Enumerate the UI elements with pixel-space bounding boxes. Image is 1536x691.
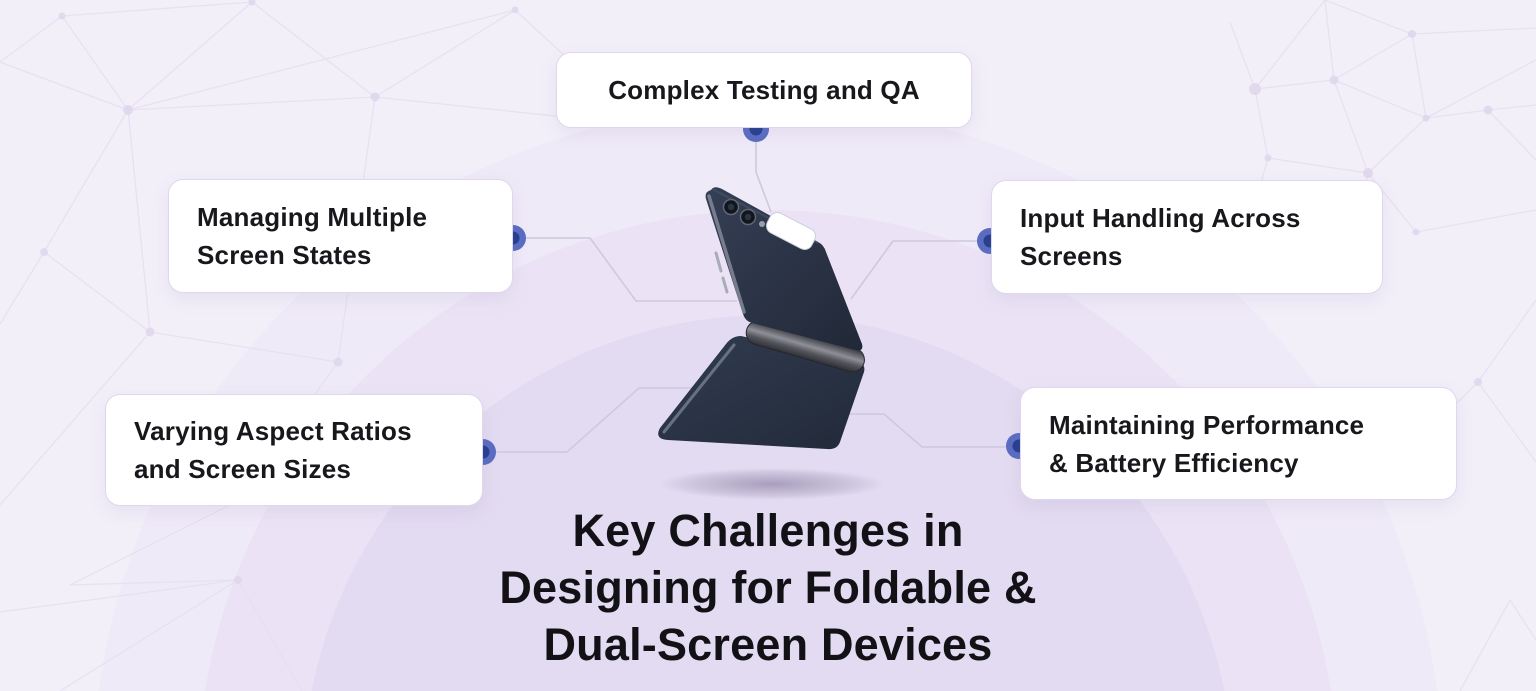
card-label-line1: Maintaining Performance <box>1049 409 1365 440</box>
page-title: Key Challenges in Designing for Foldable… <box>0 502 1536 673</box>
card-maintaining-performance-battery: Maintaining Performance & Battery Effici… <box>1020 387 1457 500</box>
title-line-1: Key Challenges in <box>572 505 964 556</box>
title-line-2: Designing for Foldable & <box>499 562 1037 613</box>
card-label-line2: Screens <box>1020 241 1123 271</box>
card-label-line1: Managing Multiple <box>197 202 428 232</box>
card-label-line1: Input Handling Across <box>1020 203 1301 233</box>
card-label-line2: Screen States <box>197 240 372 270</box>
card-label: Complex Testing and QA <box>608 75 920 105</box>
card-varying-aspect-ratios: Varying Aspect Ratios and Screen Sizes <box>105 394 483 506</box>
card-managing-multiple-screen-states: Managing Multiple Screen States <box>168 179 513 293</box>
card-label-line1: Varying Aspect Ratios <box>134 416 412 446</box>
card-input-handling-across-screens: Input Handling Across Screens <box>991 180 1383 294</box>
card-label-line2: & Battery Efficiency <box>1049 447 1299 478</box>
card-label-line2: and Screen Sizes <box>134 454 352 484</box>
title-line-3: Dual-Screen Devices <box>543 619 993 670</box>
card-complex-testing-qa: Complex Testing and QA <box>556 52 972 128</box>
